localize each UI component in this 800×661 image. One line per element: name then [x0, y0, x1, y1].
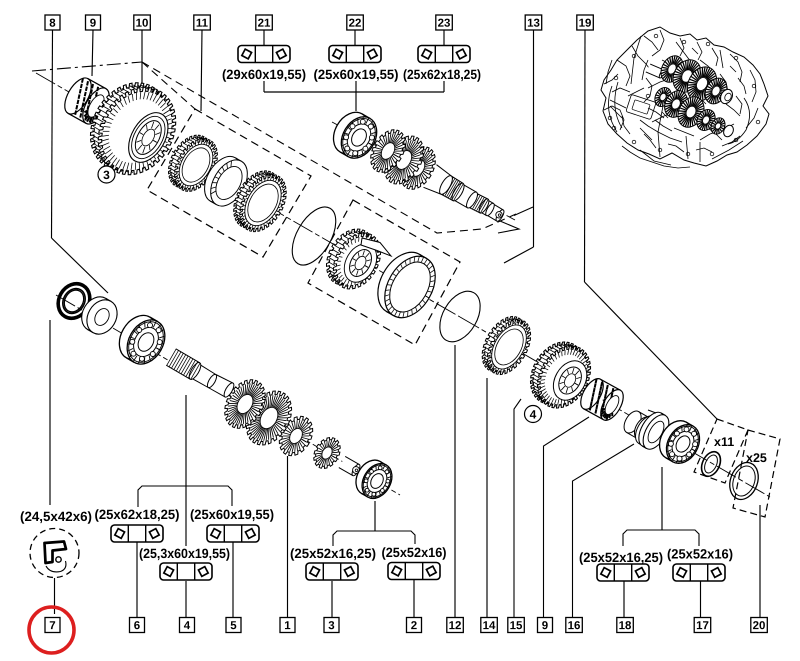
svg-text:23: 23 [438, 18, 451, 30]
svg-text:10: 10 [136, 18, 149, 30]
svg-text:(25x52x16,25): (25x52x16,25) [579, 550, 663, 565]
svg-text:(25x52x16): (25x52x16) [381, 545, 446, 560]
svg-text:19: 19 [579, 18, 592, 30]
svg-text:4: 4 [530, 407, 537, 421]
svg-text:9: 9 [90, 18, 96, 30]
svg-text:(29x60x19,55): (29x60x19,55) [222, 67, 306, 82]
svg-text:4: 4 [184, 620, 191, 632]
svg-text:14: 14 [483, 620, 496, 632]
svg-text:17: 17 [696, 620, 709, 632]
svg-text:(25x52x16,25): (25x52x16,25) [290, 546, 376, 561]
svg-text:6: 6 [134, 620, 140, 632]
svg-text:(25,3x60x19,55): (25,3x60x19,55) [139, 546, 230, 561]
svg-text:18: 18 [619, 620, 632, 632]
svg-text:5: 5 [230, 620, 237, 632]
svg-text:12: 12 [449, 620, 462, 632]
svg-text:21: 21 [258, 18, 271, 30]
svg-text:22: 22 [349, 18, 362, 30]
svg-text:8: 8 [49, 18, 56, 30]
svg-text:16: 16 [568, 620, 581, 632]
svg-text:(25x60x19,55): (25x60x19,55) [190, 507, 274, 522]
svg-text:(24,5x42x6): (24,5x42x6) [20, 509, 92, 524]
svg-text:1: 1 [284, 620, 291, 632]
svg-text:x25: x25 [746, 451, 767, 465]
svg-text:20: 20 [753, 620, 766, 632]
svg-text:(25x62x18,25): (25x62x18,25) [403, 67, 481, 82]
svg-text:(25x62x18,25): (25x62x18,25) [94, 507, 179, 522]
svg-text:3: 3 [328, 620, 334, 632]
svg-text:2: 2 [411, 620, 417, 632]
svg-text:11: 11 [196, 18, 209, 30]
svg-text:3: 3 [103, 168, 110, 182]
svg-text:x11: x11 [714, 435, 734, 449]
svg-text:(25x52x16): (25x52x16) [667, 546, 733, 561]
svg-text:15: 15 [510, 620, 523, 632]
svg-text:7: 7 [49, 620, 55, 632]
svg-text:(25x60x19,55): (25x60x19,55) [313, 67, 398, 82]
svg-text:9: 9 [542, 620, 548, 632]
svg-text:13: 13 [527, 18, 540, 30]
